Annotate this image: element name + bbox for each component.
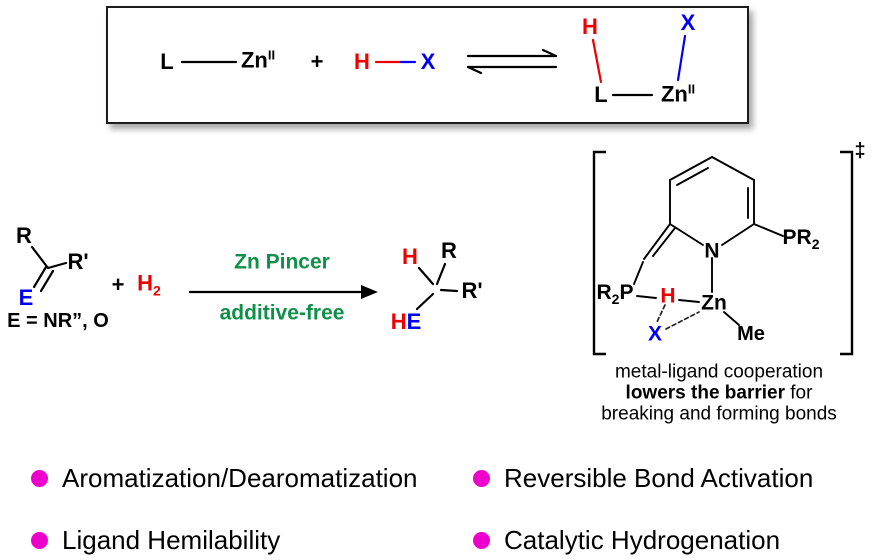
prod-R-label: R (441, 238, 457, 263)
product-bonds (415, 262, 459, 311)
ts-H-label: H (660, 284, 676, 308)
ts-caption-line2: lowers the barrier for (625, 382, 813, 404)
equilibrium-arrow-top (466, 48, 558, 58)
h2-label: H2 (137, 270, 161, 299)
equilibrium-bonds (180, 34, 687, 97)
bullet-dot-icon (473, 531, 490, 549)
product-Zn-label: ZnII (660, 81, 696, 107)
reactant-X-label: X (420, 49, 436, 74)
reactant-L-label: L (160, 49, 174, 74)
ts-caption-line3: breaking and forming bonds (601, 403, 837, 425)
bullet-dot-icon (31, 531, 48, 549)
plus-sign: + (310, 49, 324, 74)
condition-catalyst-label: Zn Pincer (234, 250, 330, 274)
condition-additive-label: additive-free (219, 301, 345, 325)
ts-Zn-label: Zn (701, 291, 727, 315)
equilibrium-arrow-bottom (466, 65, 558, 75)
bullet-label: Aromatization/Dearomatization (62, 463, 418, 493)
substrate-bonds (30, 245, 68, 293)
equilibrium-box (106, 6, 749, 124)
bullet-ligand-hemilability: Ligand Hemilability (31, 526, 280, 555)
bullet-label: Reversible Bond Activation (504, 463, 814, 493)
product-X-label: X (680, 10, 696, 35)
ts-PR2-label: PR2 (782, 226, 820, 252)
prod-Rprime-label: R' (461, 278, 483, 303)
substrate-Rprime-label: R' (67, 249, 89, 274)
prod-HE-label: HE (390, 309, 422, 334)
reactant-H-label: H (354, 49, 370, 74)
plus-sign-2: + (111, 272, 125, 297)
ts-core-bonds (636, 257, 740, 330)
e-definition-label: E = NR”, O (7, 310, 109, 332)
substrate-E-label: E (18, 285, 34, 310)
bullet-label: Ligand Hemilability (62, 525, 281, 555)
reactant-Zn-label: ZnII (240, 47, 276, 73)
ts-R2P-label: R2P (596, 281, 634, 307)
prod-H-label: H (402, 244, 418, 269)
ts-caption-bold: lowers the barrier (625, 382, 785, 404)
bullet-label: Catalytic Hydrogenation (504, 525, 781, 555)
ts-X-label: X (647, 322, 663, 346)
ts-N-label: N (704, 239, 720, 263)
ts-caption-line1: metal-ligand cooperation (614, 361, 824, 383)
bullet-dot-icon (473, 469, 490, 487)
product-H-label: H (582, 14, 598, 39)
reaction-arrow (188, 285, 378, 299)
ts-Me-label: Me (737, 323, 765, 345)
ts-brackets (592, 150, 854, 356)
bullet-dot-icon (31, 469, 48, 487)
ts-pyridine-ring (633, 155, 784, 285)
product-L-label: L (594, 82, 608, 107)
bullet-reversible-bond-activation: Reversible Bond Activation (473, 464, 813, 493)
bullet-aromatization: Aromatization/Dearomatization (31, 464, 418, 493)
double-dagger-symbol: ‡ (854, 140, 866, 162)
bullet-catalytic-hydrogenation: Catalytic Hydrogenation (473, 526, 780, 555)
substrate-R-label: R (16, 223, 32, 248)
